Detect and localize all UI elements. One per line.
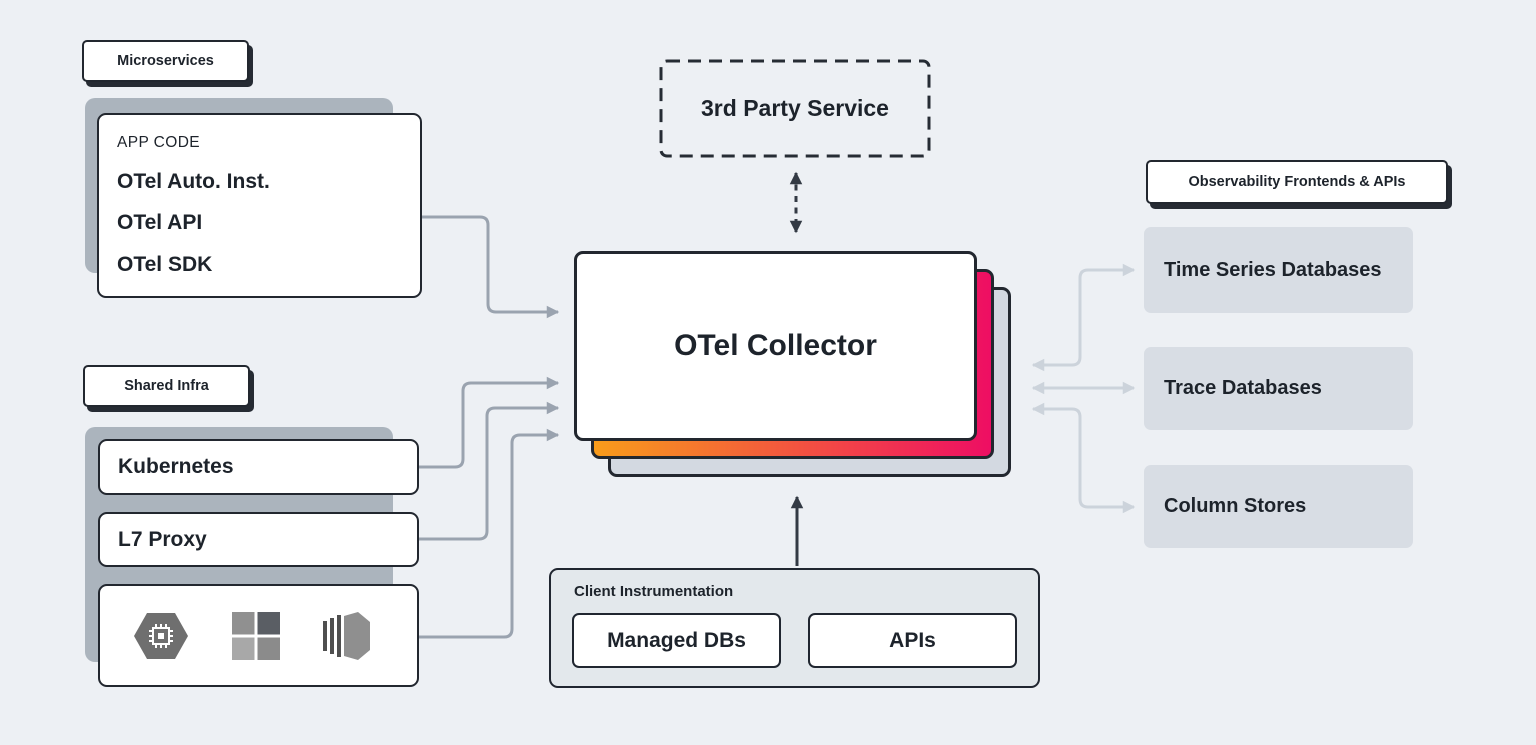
kubernetes-label: Kubernetes xyxy=(118,455,234,478)
microsoft-squares-icon xyxy=(231,611,280,660)
l7-proxy-card: L7 Proxy xyxy=(98,512,419,567)
app-code-label: APP CODE xyxy=(117,134,201,151)
otel-auto-inst-label: OTel Auto. Inst. xyxy=(117,169,270,193)
column-stores-box: Column Stores xyxy=(1144,465,1413,548)
time-series-databases-label: Time Series Databases xyxy=(1164,258,1382,281)
collector-label: OTel Collector xyxy=(674,329,877,362)
collector-card: OTel Collector xyxy=(574,251,977,441)
trace-databases-box: Trace Databases xyxy=(1144,347,1413,430)
shared-infra-badge: Shared Infra xyxy=(83,365,250,407)
trace-databases-label: Trace Databases xyxy=(1164,377,1322,399)
apis-label: APIs xyxy=(889,628,936,652)
column-stores-label: Column Stores xyxy=(1164,495,1307,517)
client-instrumentation-panel: Client Instrumentation Managed DBs APIs xyxy=(549,568,1040,688)
cloud-providers-card xyxy=(98,584,419,687)
otel-sdk-label: OTel SDK xyxy=(117,252,213,276)
gcp-hexagon-chip-icon xyxy=(134,612,188,659)
shared-infra-badge-label: Shared Infra xyxy=(124,378,209,394)
observability-badge: Observability Frontends & APIs xyxy=(1146,160,1448,204)
microservices-badge: Microservices xyxy=(82,40,249,82)
microservices-badge-label: Microservices xyxy=(117,53,214,69)
managed-dbs-label: Managed DBs xyxy=(607,628,746,652)
kubernetes-card: Kubernetes xyxy=(98,439,419,495)
observability-badge-label: Observability Frontends & APIs xyxy=(1188,174,1406,190)
otel-api-label: OTel API xyxy=(117,211,203,235)
apis-box: APIs xyxy=(808,613,1017,668)
l7-proxy-label: L7 Proxy xyxy=(118,527,207,551)
microservices-card: APP CODE OTel Auto. Inst. OTel API OTel … xyxy=(97,113,422,298)
client-instrumentation-label: Client Instrumentation xyxy=(574,583,734,600)
third-party-service-label: 3rd Party Service xyxy=(701,95,889,121)
third-party-service-box: 3rd Party Service xyxy=(660,60,930,157)
aws-layers-icon xyxy=(323,611,370,660)
managed-dbs-box: Managed DBs xyxy=(572,613,781,668)
time-series-databases-box: Time Series Databases xyxy=(1144,227,1413,313)
